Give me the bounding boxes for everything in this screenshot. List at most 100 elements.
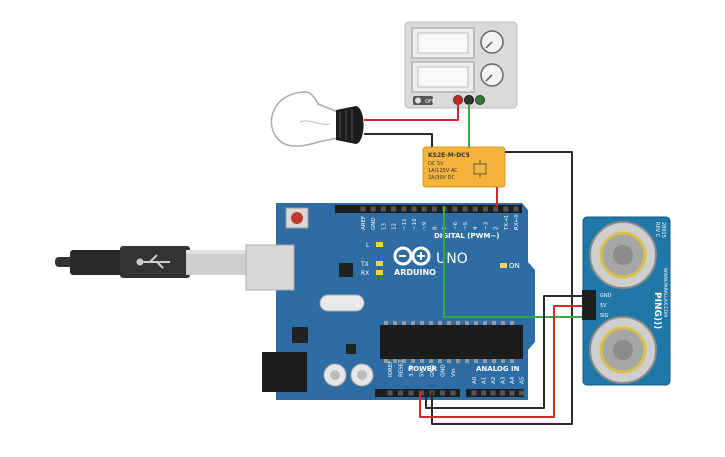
- sensor-pin-sig: SIG: [600, 313, 609, 319]
- header-pin[interactable]: [513, 206, 519, 212]
- header-pin[interactable]: [370, 206, 376, 212]
- wire-black-sensor-gnd[interactable]: [425, 295, 582, 409]
- header-pin[interactable]: [411, 206, 417, 212]
- terminal-negative[interactable]: [475, 95, 485, 105]
- sensor-pin-5v: 5V: [600, 303, 607, 309]
- pin-label: A0: [472, 376, 478, 384]
- header-pin[interactable]: [450, 390, 456, 396]
- pin-label: A4: [510, 376, 516, 384]
- header-pin[interactable]: [490, 390, 496, 396]
- label-tx: TX: [360, 261, 369, 268]
- pin-label: ~9: [422, 221, 428, 230]
- header-pin[interactable]: [481, 390, 486, 396]
- pin-label: ~10: [412, 218, 418, 230]
- atmega-chip: [380, 325, 523, 359]
- pin-label: A2: [491, 377, 497, 384]
- pin-label: 13: [381, 223, 387, 230]
- usb-icon: [136, 254, 170, 269]
- header-pin[interactable]: [380, 206, 386, 212]
- label-rx: RX: [361, 270, 369, 277]
- ultrasonic-sensor-ping[interactable]: GND 5V SIG PING))) 28015 REV C WWW.PARAL…: [582, 216, 671, 386]
- header-pin[interactable]: [500, 390, 505, 396]
- header-pin[interactable]: [452, 206, 458, 212]
- usb-jack: [245, 244, 295, 291]
- arduino-infinity-logo-icon: [393, 246, 431, 266]
- dc-power-supply[interactable]: OFF: [404, 21, 518, 109]
- analog-label: ANALOG IN: [476, 365, 520, 373]
- wire-black-relay-ground[interactable]: [431, 151, 573, 425]
- arduino-model: UNO: [436, 251, 468, 267]
- usb-cable[interactable]: [55, 246, 246, 278]
- wire-black-bulb-relay[interactable]: [364, 133, 433, 147]
- wire-green-pin-sensor[interactable]: [443, 206, 582, 318]
- pin-label: 8: [432, 226, 438, 230]
- pin-label: 12: [392, 223, 398, 230]
- header-pin[interactable]: [419, 390, 424, 396]
- led-rx: [376, 270, 383, 275]
- header-pin[interactable]: [482, 206, 488, 212]
- pin-label: GND: [441, 364, 447, 377]
- header-pin[interactable]: [471, 390, 477, 396]
- header-pin[interactable]: [503, 206, 509, 212]
- led-on: [500, 263, 507, 268]
- pin-label: ~5: [463, 221, 469, 230]
- arduino-uno-board[interactable]: L TX RX ON ARDUINO UNO DIGITAL (PWM~) AR…: [245, 203, 535, 400]
- switch-label: OFF: [425, 99, 435, 105]
- sensor-pin-header[interactable]: [582, 290, 596, 320]
- label-on: ON: [509, 262, 520, 270]
- header-pin[interactable]: [408, 390, 414, 396]
- relay-rating-ac: 1A/125V AC: [428, 168, 458, 174]
- pin-label: 5V: [420, 370, 426, 377]
- wire-red-bulb-supply[interactable]: [364, 104, 459, 121]
- header-pin[interactable]: [421, 206, 427, 212]
- digital-header[interactable]: [335, 205, 522, 213]
- terminal-positive[interactable]: [453, 95, 463, 105]
- header-pin[interactable]: [401, 206, 407, 212]
- sensor-part: 28015: [660, 222, 666, 238]
- pin-label: RESET: [399, 359, 405, 377]
- pin-label: 7: [443, 226, 449, 230]
- pin-label: 3.3V: [409, 364, 415, 377]
- sensor-name: PING))): [652, 292, 662, 329]
- transducer-top: [589, 221, 657, 289]
- header-pin[interactable]: [472, 206, 478, 212]
- relay-schematic-icon: [473, 160, 487, 178]
- light-bulb-icon[interactable]: [270, 91, 364, 147]
- pin-label: 2: [494, 227, 500, 231]
- header-pin[interactable]: [360, 206, 366, 212]
- wires[interactable]: [364, 104, 582, 425]
- power-header[interactable]: [375, 389, 460, 397]
- header-pin[interactable]: [387, 390, 393, 396]
- sensor-pin-gnd: GND: [600, 293, 612, 299]
- header-pin[interactable]: [462, 206, 468, 212]
- header-pin[interactable]: [519, 390, 524, 396]
- pin-label: 4: [473, 226, 479, 230]
- terminal-ground[interactable]: [464, 95, 474, 105]
- header-pin[interactable]: [493, 206, 499, 212]
- header-pin[interactable]: [440, 390, 445, 396]
- pin-label: RX←0: [514, 214, 520, 230]
- transducer-bottom: [589, 316, 657, 384]
- sensor-site: WWW.PARALLAX.COM: [662, 268, 668, 317]
- label-l: L: [366, 242, 370, 249]
- pin-label: GND: [371, 217, 377, 230]
- relay-rating-dc: 2A/30V DC: [428, 175, 456, 181]
- arduino-brand: ARDUINO: [394, 268, 436, 277]
- header-pin[interactable]: [509, 390, 515, 396]
- header-pin[interactable]: [431, 206, 437, 212]
- sensor-rev: REV C: [654, 222, 660, 238]
- digital-label: DIGITAL (PWM~): [434, 232, 499, 240]
- pin-label: TX→1: [504, 215, 510, 231]
- wire-red-sensor-5v[interactable]: [419, 305, 582, 418]
- header-pin[interactable]: [391, 206, 397, 212]
- pin-label: ~3: [483, 221, 489, 230]
- pin-label: ~11: [402, 218, 408, 230]
- header-pin[interactable]: [398, 390, 403, 396]
- pin-label: A1: [482, 377, 488, 384]
- relay-module[interactable]: KS2E-M-DC5 DC 5V 1A/125V AC 2A/30V DC: [422, 146, 506, 188]
- pin-label: AREF: [361, 216, 367, 230]
- pin-label: IOREF: [388, 361, 394, 377]
- pin-label: GND: [430, 364, 436, 377]
